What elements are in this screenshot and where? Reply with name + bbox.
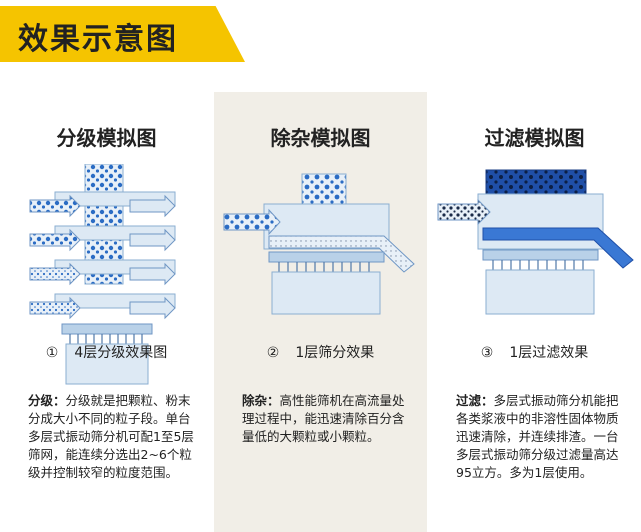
description: 除杂：高性能筛机在高流量处理过程中，能迅速清除百分含量低的大颗粒或小颗粒。 [242,392,410,446]
grading-diagram [29,164,176,385]
caption-text: 4层分级效果图 [74,345,168,361]
column-grading: 分级模拟图 [0,92,213,532]
springs [69,334,143,344]
caption-text: 1层筛分效果 [295,345,375,361]
description-text: 分级就是把颗粒、粉末分成大小不同的粒子段。单台多层式振动筛分机可配1至5层筛网，… [28,393,194,480]
machine-base [268,251,385,263]
caption-number: ② [266,345,280,361]
description-label: 过滤： [456,393,494,408]
description-label: 除杂： [242,393,280,408]
impurity-diagram [223,173,415,315]
springs [492,260,584,270]
description-text: 高性能筛机在高流量处理过程中，能迅速清除百分含量低的大颗粒或小颗粒。 [242,393,405,444]
machine-base [61,323,153,335]
springs [278,262,370,272]
header-band: 效果示意图 [0,0,641,80]
layer-4 [29,293,176,320]
caption-number: ① [45,345,59,361]
layer-2 [29,225,176,252]
residue-outlet [437,198,491,226]
description-text: 多层式振动筛分机能把各类浆液中的非溶性固体物质迅速清除，并连续排渣。一台多层式振… [456,393,619,480]
page-title: 效果示意图 [18,22,178,57]
title-bar [0,6,245,62]
caption: ③ 1层过滤效果 [428,342,641,362]
machine-stand [65,343,149,385]
machine-stand [271,271,381,315]
column-impurity: 除杂模拟图 ② 1层筛分效果 [214,92,427,532]
description: 分级：分级就是把颗粒、粉末分成大小不同的粒子段。单台多层式振动筛分机可配1至5层… [28,392,196,482]
description-label: 分级： [28,393,66,408]
machine-stand [485,269,595,315]
layer-3 [29,259,176,286]
column-title: 分级模拟图 [56,126,157,150]
column-title: 除杂模拟图 [270,126,371,150]
machine-base [482,249,599,261]
description: 过滤：多层式振动筛分机能把各类浆液中的非溶性固体物质迅速清除，并连续排渣。一台多… [456,392,624,482]
layer-1 [29,191,176,218]
sieve-body [477,193,604,250]
liquid-outlet [482,227,634,269]
oversize-outlet [223,208,281,236]
column-filtering: 过滤模拟图 ③ 1层过滤效果 [428,92,641,532]
caption: ① 4层分级效果图 [0,342,213,362]
fines-outlet [268,235,415,273]
filtering-diagram [437,169,634,315]
caption-text: 1层过滤效果 [509,345,589,361]
column-title: 过滤模拟图 [484,126,585,150]
caption: ② 1层筛分效果 [214,342,427,362]
caption-number: ③ [480,345,494,361]
